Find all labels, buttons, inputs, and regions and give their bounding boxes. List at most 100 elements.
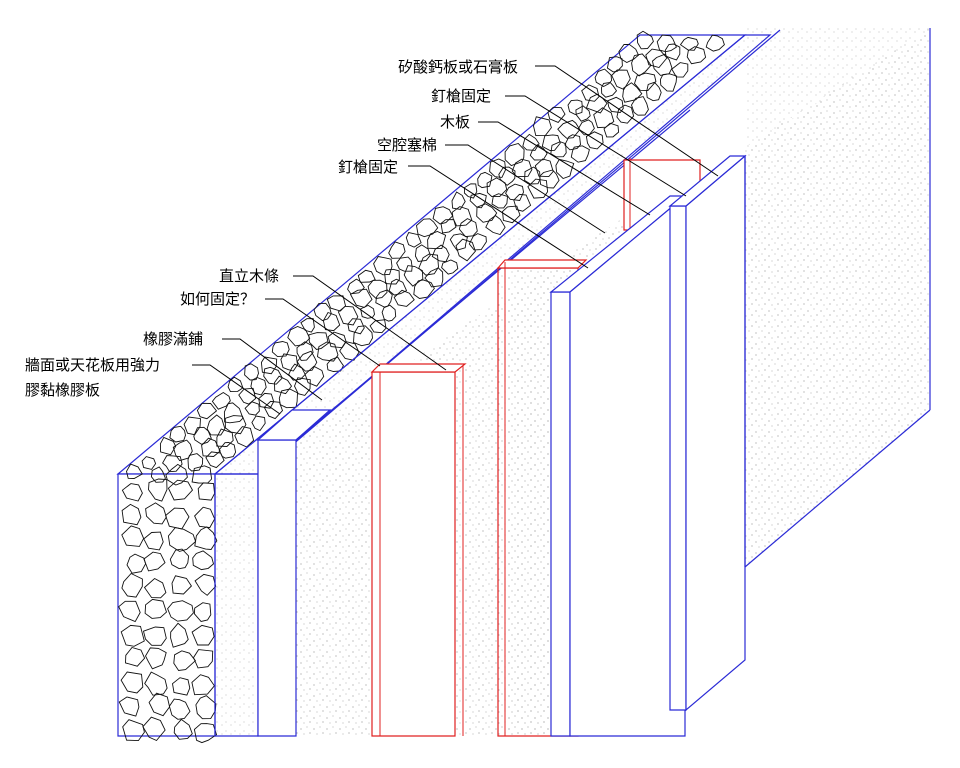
stone-shape	[278, 388, 298, 409]
stone-shape	[601, 82, 618, 98]
stone-shape	[679, 36, 699, 51]
stone-shape	[167, 600, 194, 622]
stone-shape	[126, 463, 143, 479]
stone-shape	[388, 278, 408, 296]
stone-shape	[416, 218, 439, 238]
stone-shape	[120, 624, 145, 647]
rubber-board-layer	[213, 29, 781, 737]
leader-nail-1	[505, 95, 687, 197]
stone-shape	[594, 68, 613, 88]
stone-shape	[631, 96, 649, 116]
stone-shape	[611, 69, 631, 90]
stone-shape	[280, 353, 298, 372]
stone-shape	[541, 134, 561, 151]
stone-shape	[141, 456, 157, 470]
stone-shape	[327, 331, 347, 349]
stone-shape	[567, 99, 583, 115]
leader-rubber	[222, 338, 323, 401]
stone-shape	[144, 598, 168, 619]
stone-shape	[469, 192, 487, 209]
stone-shape	[150, 466, 166, 483]
label-how-to-fix: 如何固定？	[180, 290, 255, 308]
stone-shape	[296, 341, 314, 361]
stone-shape	[396, 256, 413, 272]
stone-shape	[216, 428, 234, 447]
vertical-stud-1	[370, 363, 467, 737]
stone-shape	[142, 626, 167, 646]
stone-shape	[317, 341, 339, 362]
stone-shape	[142, 716, 166, 742]
stone-shape	[193, 426, 212, 445]
stone-shape	[555, 158, 575, 180]
stone-shape	[171, 575, 192, 595]
stone-shape	[168, 698, 191, 720]
stone-shape	[431, 244, 450, 263]
label-nail-gun-fix-1: 釘槍固定	[431, 87, 491, 105]
stone-shape	[170, 622, 189, 648]
labels: 矽酸鈣板或石膏板 釘槍固定 木板 空腔塞棉 釘槍固定 直立木條 如何固定？ 橡膠…	[25, 58, 518, 399]
stone-shape	[260, 356, 278, 375]
stone-shape	[529, 144, 548, 161]
stone-shape	[326, 295, 346, 312]
stone-shape	[577, 119, 595, 136]
stone-shape	[485, 215, 506, 236]
stone-shape	[502, 205, 521, 224]
stone-shape	[183, 416, 201, 436]
stone-shape	[659, 73, 678, 92]
leader-cavity	[445, 144, 606, 234]
stone-shape	[360, 304, 375, 319]
stone-shape	[120, 671, 144, 694]
stone-shape	[313, 302, 332, 322]
stone-shape	[607, 96, 624, 113]
stone-shape	[477, 171, 493, 189]
stone-shape	[148, 692, 171, 717]
label-rubber-full-spread: 橡膠滿鋪	[143, 330, 203, 348]
stone-shape	[192, 649, 214, 669]
label-wood-board: 木板	[440, 113, 470, 131]
stone-shape	[122, 719, 145, 742]
label-nail-gun-fix-2: 釘槍固定	[338, 158, 398, 176]
stone-shape	[143, 551, 166, 572]
label-vertical-stud: 直立木條	[219, 267, 279, 285]
stone-shape	[384, 268, 400, 285]
stone-shape	[201, 437, 221, 457]
leader-wall-ceiling	[192, 364, 281, 415]
stone-shape	[250, 377, 267, 396]
stone-shape	[405, 231, 422, 248]
stone-shape	[373, 255, 393, 276]
stone-shape	[357, 269, 376, 283]
stone-shape	[194, 526, 218, 550]
stone-shape	[173, 718, 193, 740]
stone-shape	[308, 332, 329, 350]
stone-shape	[618, 43, 640, 64]
stone-shape	[244, 401, 260, 416]
stone-shape	[441, 259, 459, 275]
board-panel-right	[668, 154, 747, 712]
leader-lines	[192, 65, 719, 415]
stone-shape	[455, 238, 476, 262]
board-panel-middle	[549, 194, 687, 737]
stone-shape	[533, 116, 552, 137]
stone-shape	[418, 253, 439, 276]
stone-shape	[288, 363, 306, 381]
stone-shape	[504, 142, 525, 167]
stone-shape	[511, 158, 533, 178]
stone-shape	[251, 415, 266, 432]
label-cavity-insulation: 空腔塞棉	[377, 136, 437, 154]
stone-shape	[581, 84, 600, 102]
leader-wood-board	[478, 121, 651, 216]
stone-shape	[144, 647, 167, 670]
stone-shape	[424, 267, 444, 288]
stone-shape	[375, 289, 393, 308]
stone-shape	[388, 241, 406, 259]
stone-shape	[121, 572, 143, 598]
stone-shape	[616, 104, 635, 124]
stone-shape	[173, 650, 197, 671]
stone-shape	[468, 233, 487, 251]
leader-calcium-silicate	[535, 65, 719, 177]
stone-shape	[393, 289, 415, 307]
stone-shape	[414, 244, 431, 262]
stone-shape	[223, 402, 244, 424]
stone-shape	[326, 356, 344, 372]
